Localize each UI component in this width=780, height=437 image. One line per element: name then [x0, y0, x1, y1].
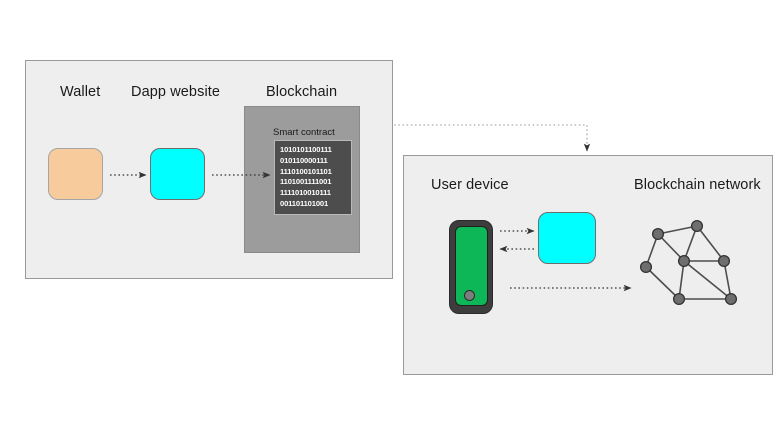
dapp-box-user-panel: [538, 212, 596, 264]
label-dapp-website: Dapp website: [131, 84, 221, 100]
code-line: 001101101001: [280, 198, 329, 208]
code-line: 010110000111: [280, 155, 328, 165]
label-smart-contract: Smart contract: [273, 127, 335, 138]
phone-home-button-icon: [464, 290, 475, 301]
label-user-device: User device: [431, 177, 509, 193]
user-device-phone: [449, 220, 493, 314]
label-blockchain: Blockchain: [266, 84, 338, 100]
code-line: 1101001111001: [280, 177, 332, 187]
wallet-box: [48, 148, 103, 200]
code-line: 1111010010111: [280, 188, 331, 198]
label-wallet: Wallet: [60, 84, 101, 100]
dapp-website-box: [150, 148, 205, 200]
label-blockchain-network: Blockchain network: [634, 177, 761, 193]
code-line: 1010101100111: [280, 145, 332, 154]
code-line: 1110100101101: [280, 166, 332, 176]
arrow-panel-to-panel: [394, 124, 591, 152]
